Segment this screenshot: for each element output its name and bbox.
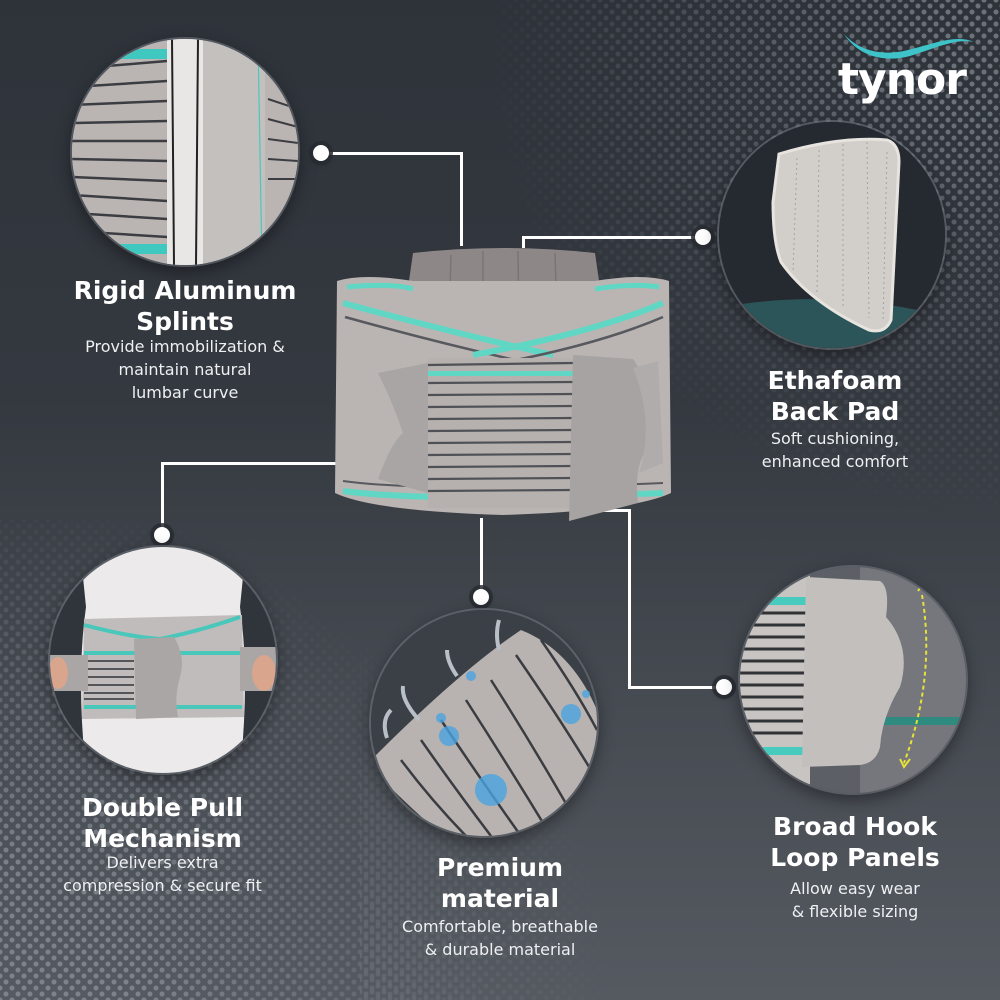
feature-desc-splints: Provide immobilization & maintain natura… (85, 337, 285, 402)
back-pad-closeup-icon (719, 122, 945, 348)
product-belt-image (333, 243, 673, 523)
brand-name: tynor (838, 54, 967, 105)
feature-image-premium-material (371, 610, 597, 836)
belt-worn-on-torso-icon (50, 547, 276, 773)
feature-image-double-pull (50, 547, 276, 773)
swoosh-icon (844, 34, 974, 59)
feature-image-hook-loop (740, 567, 966, 793)
breathable-fabric-closeup-icon (371, 610, 597, 836)
back-brace-image (335, 248, 671, 521)
feature-image-back-pad (719, 122, 945, 348)
feature-desc-back-pad: Soft cushioning, enhanced comfort (761, 429, 909, 471)
feature-title-double-pull: Double Pull Mechanism (81, 793, 244, 853)
brand-logo: tynor (838, 30, 978, 110)
feature-title-back-pad: Ethafoam Back Pad (767, 366, 903, 426)
feature-desc-double-pull: Delivers extra compression & secure fit (63, 853, 262, 895)
feature-title-splints: Rigid Aluminum Splints (73, 276, 297, 336)
feature-desc-premium-material: Comfortable, breathable & durable materi… (402, 917, 598, 959)
feature-desc-hook-loop: Allow easy wear & flexible sizing (790, 879, 920, 921)
feature-title-hook-loop: Broad Hook Loop Panels (770, 812, 940, 872)
feature-title-premium-material: Premium material (436, 853, 564, 913)
feature-image-splints (72, 39, 298, 265)
aluminum-splint-closeup-icon (72, 39, 298, 265)
hook-loop-panel-closeup-icon (740, 567, 966, 793)
